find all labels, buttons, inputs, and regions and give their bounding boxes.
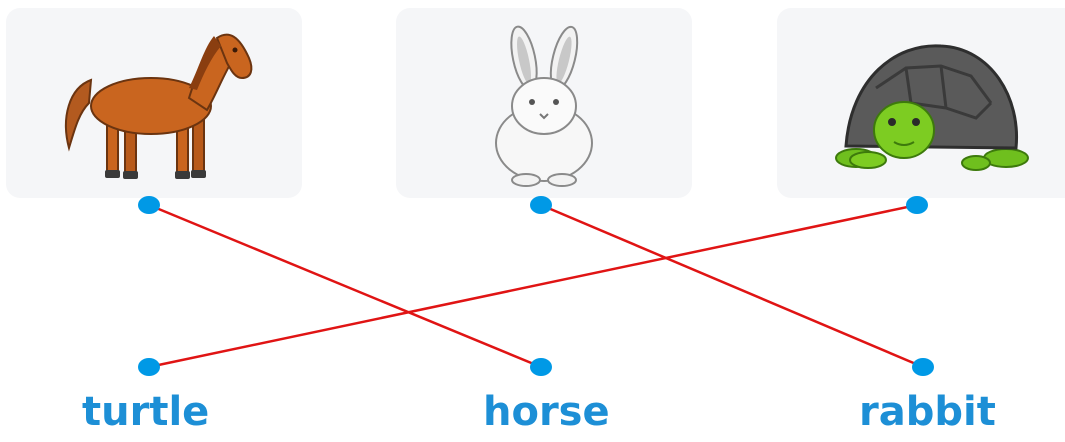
turtle-image-dot[interactable] <box>906 196 928 214</box>
horse-word-dot[interactable] <box>530 358 552 376</box>
connection-line-turtle <box>148 203 918 369</box>
word-horse[interactable]: horse <box>483 389 610 435</box>
rabbit-card[interactable] <box>396 8 692 198</box>
turtle-word-dot[interactable] <box>138 358 160 376</box>
rabbit-image <box>495 25 593 187</box>
horse-image <box>65 33 253 179</box>
word-turtle[interactable]: turtle <box>82 389 210 435</box>
word-rabbit[interactable]: rabbit <box>859 389 996 435</box>
rabbit-word-dot[interactable] <box>912 358 934 376</box>
connection-line-horse <box>148 203 542 369</box>
turtle-image <box>835 44 1029 171</box>
horse-image-dot[interactable] <box>138 196 160 214</box>
turtle-card[interactable] <box>777 8 1065 198</box>
horse-card[interactable] <box>6 8 302 198</box>
rabbit-image-dot[interactable] <box>530 196 552 214</box>
connection-line-rabbit <box>540 203 924 369</box>
